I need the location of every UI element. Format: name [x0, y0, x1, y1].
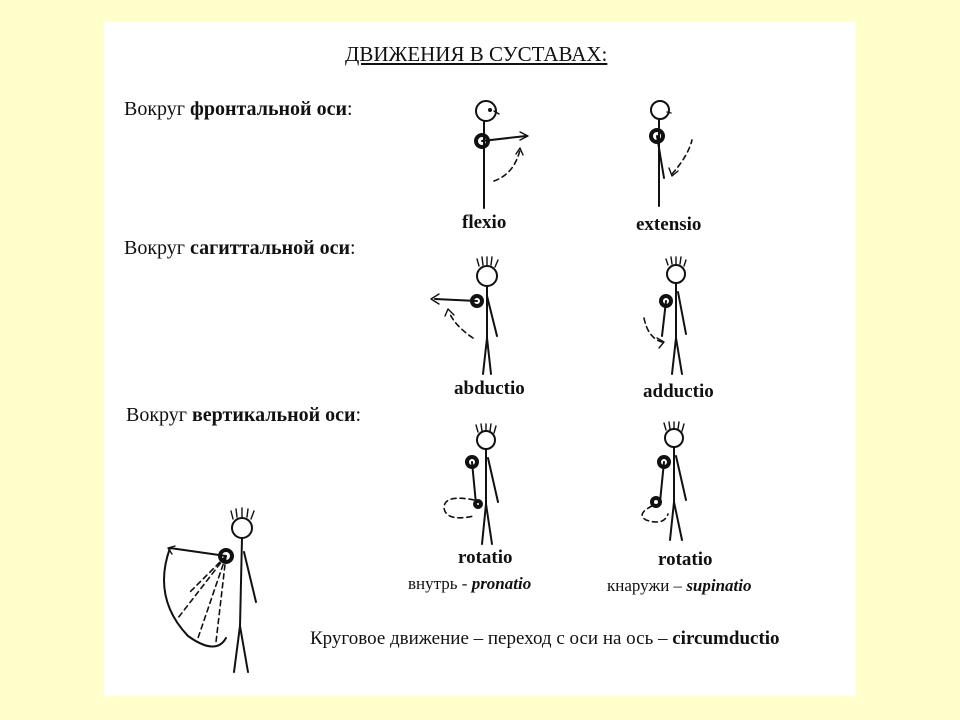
stick-figure-extension-icon [649, 100, 693, 207]
vertical-axis-suffix: : [355, 404, 362, 426]
frontal-axis-prefix: Вокруг [124, 98, 190, 120]
vertical-axis-heading: Вокруг вертикальной оси: [126, 404, 361, 427]
circumduction-caption: Круговое движение – переход с оси на ось… [310, 628, 780, 650]
sagittal-axis-heading: Вокруг сагиттальной оси: [124, 237, 356, 260]
pronatio-term: pronatio [471, 574, 532, 593]
stick-figure-adduction-icon [643, 256, 687, 375]
sagittal-axis-name: сагиттальной оси [190, 237, 351, 259]
page-title: ДВИЖЕНИЯ В СУСТАВАХ: [345, 42, 608, 66]
rotatio-outward-label: rotatio [658, 549, 713, 570]
supinatio-caption: кнаружи – supinatio [607, 576, 752, 596]
sagittal-axis-suffix: : [350, 237, 356, 259]
stick-figure-pronation-icon [443, 423, 499, 545]
pronatio-caption: внутрь - pronatio [408, 574, 531, 594]
frontal-axis-name: фронтальной оси [190, 98, 347, 120]
frontal-axis-heading: Вокруг фронтальной оси: [124, 98, 353, 121]
vertical-axis-name: вертикальной оси [192, 404, 356, 426]
pronatio-caption-text: внутрь - [408, 574, 472, 593]
stick-figure-circumduction-icon [163, 507, 257, 673]
circumduction-term: circumductio [672, 628, 780, 649]
vertical-axis-prefix: Вокруг [126, 404, 192, 426]
rotatio-inward-label: rotatio [458, 547, 513, 568]
supinatio-term: supinatio [686, 576, 752, 595]
stick-figure-abduction-icon [430, 256, 499, 375]
frontal-axis-suffix: : [346, 98, 353, 120]
sagittal-axis-prefix: Вокруг [124, 237, 190, 259]
stick-figure-flexion-icon [474, 100, 529, 209]
abductio-label: abductio [454, 378, 525, 399]
supinatio-caption-text: кнаружи – [607, 576, 687, 595]
extensio-label: extensio [636, 214, 702, 235]
flexio-label: flexio [462, 212, 507, 233]
adductio-label: adductio [643, 381, 714, 402]
circumduction-text: Круговое движение – переход с оси на ось… [310, 628, 673, 649]
stick-figure-supination-icon [641, 421, 687, 541]
